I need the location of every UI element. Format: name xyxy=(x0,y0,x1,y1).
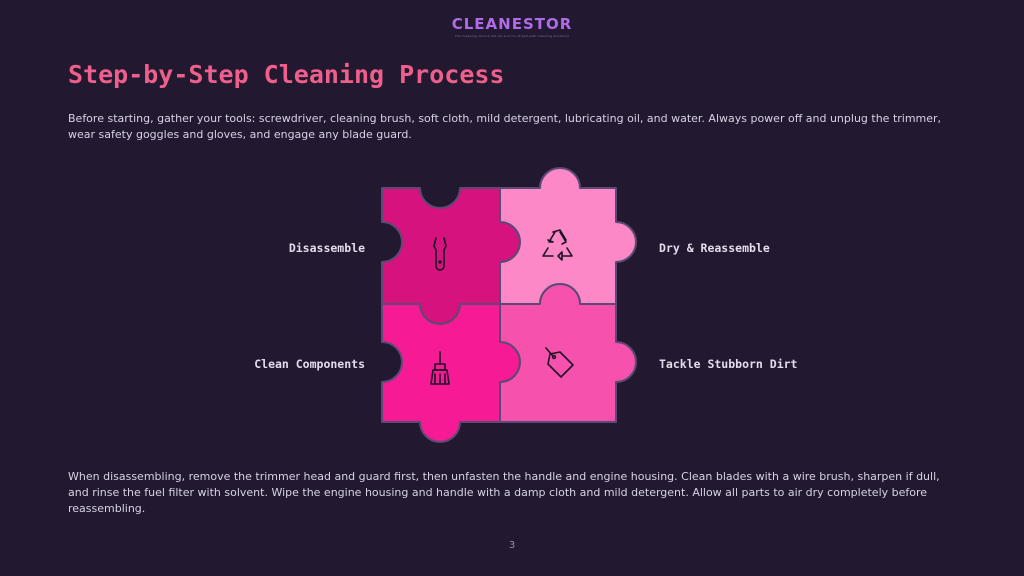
puzzle-diagram xyxy=(381,167,637,443)
puzzle-label-disassemble: Disassemble xyxy=(288,241,365,255)
brand-logo: CLEANESTOR The Cleaning Choice Cnt Air a… xyxy=(0,14,1024,38)
closing-paragraph: When disassembling, remove the trimmer h… xyxy=(68,470,940,515)
page-title: Step-by-Step Cleaning Process xyxy=(68,60,505,89)
tag-icon xyxy=(545,347,574,378)
puzzle-label-clean-components: Clean Components xyxy=(254,357,365,371)
page-number: 3 xyxy=(508,540,516,551)
logo-text: CLEANESTOR xyxy=(451,15,573,33)
puzzle-piece-dry-reassemble xyxy=(499,167,637,305)
intro-paragraph: Before starting, gather your tools: scre… xyxy=(68,112,942,141)
puzzle-label-tackle-dirt: Tackle Stubborn Dirt xyxy=(659,357,798,371)
brush-icon xyxy=(430,351,450,385)
logo-tagline: The Cleaning Choice Cnt Air and You Oree… xyxy=(455,34,569,38)
recycle-icon xyxy=(542,229,573,261)
puzzle-label-dry-reassemble: Dry & Reassemble xyxy=(659,241,770,255)
puzzle-piece-tackle-dirt xyxy=(499,283,637,423)
wrench-icon xyxy=(433,237,447,271)
